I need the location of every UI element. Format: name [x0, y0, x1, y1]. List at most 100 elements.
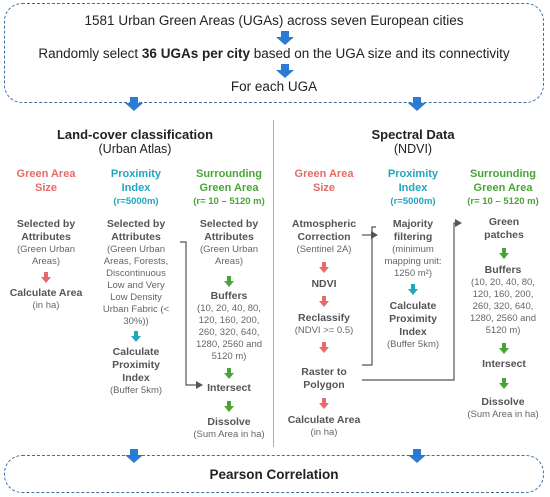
step-title: Attributes — [21, 231, 71, 243]
step-title: Calculate — [112, 346, 160, 358]
down-arrow-icon — [224, 276, 234, 287]
right-col1-step-atmos: Atmospheric Correction (Sentinel 2A) — [282, 218, 366, 256]
step-note: 1280, 2560 and — [469, 313, 537, 324]
down-arrow-icon — [408, 284, 418, 295]
left-col3-step-select: Selected by Attributes (Green Urban Area… — [186, 218, 272, 268]
right-section-title: Spectral Data — [371, 127, 455, 142]
right-col1-head2: Size — [312, 182, 335, 194]
step-note: 260, 320, 640, — [472, 301, 534, 312]
step-note: (in ha) — [32, 300, 60, 311]
correlation-box — [4, 455, 544, 493]
down-arrow-icon — [276, 64, 294, 78]
connector-arrow — [362, 219, 462, 381]
connector-arrow — [362, 231, 378, 239]
step-title: Selected by — [199, 218, 259, 230]
down-arrow-icon — [125, 449, 143, 463]
step-note: (Green Urban — [16, 244, 76, 255]
step-title: Raster to — [301, 366, 347, 378]
down-arrow-icon — [224, 368, 234, 379]
left-col1-step-area: Calculate Area (in ha) — [4, 287, 88, 312]
step-title: NDVI — [311, 278, 337, 290]
step-title: Attributes — [111, 231, 161, 243]
step-note: 30%)) — [123, 316, 149, 327]
step-title: Green — [488, 216, 520, 228]
right-col2-step-proximity: Calculate Proximity Index (Buffer 5km) — [372, 300, 454, 351]
left-col1-header: Green Area Size — [10, 167, 82, 195]
right-col3-header: Surrounding Green Area (r= 10 – 5120 m) — [458, 167, 548, 209]
right-col3-param: (r= 10 – 5120 m) — [467, 196, 539, 207]
right-col1-step-area: Calculate Area (in ha) — [280, 414, 368, 439]
step-title: patches — [484, 229, 524, 241]
left-col2-param: (r=5000m) — [113, 196, 159, 207]
down-arrow-icon — [499, 248, 509, 259]
step-note: (Sum Area in ha) — [467, 409, 539, 420]
down-arrow-icon — [131, 331, 141, 342]
left-col2-head2: Index — [121, 182, 151, 194]
left-col2-header: Proximity Index (r=5000m) — [96, 167, 176, 209]
left-section-subtitle: (Urban Atlas) — [98, 142, 172, 156]
down-arrow-icon — [41, 272, 51, 283]
right-col2-header: Proximity Index (r=5000m) — [372, 167, 454, 209]
down-arrow-icon — [319, 296, 329, 307]
step-note: 5120 m) — [211, 351, 247, 362]
right-col3-head2: Green Area — [473, 182, 533, 194]
step-title: Calculate — [389, 300, 437, 312]
step-note: (Sentinel 2A) — [296, 244, 352, 255]
right-col2-head2: Index — [398, 182, 428, 194]
left-col2-head1: Proximity — [110, 168, 162, 180]
step-note: 120, 160, 200, — [472, 289, 534, 300]
left-col3-head1: Surrounding — [196, 168, 262, 180]
step-note: (NDVI >= 0.5) — [294, 325, 354, 336]
top-line-2-bold: 36 UGAs per city — [141, 46, 250, 61]
down-arrow-icon — [276, 31, 294, 45]
step-title: Buffers — [210, 290, 248, 302]
step-note: Urban Fabric (< — [102, 304, 170, 315]
left-col3-step-dissolve: Dissolve (Sum Area in ha) — [186, 416, 272, 441]
step-note: mapping unit: — [384, 256, 442, 267]
step-title: Correction — [297, 231, 351, 243]
right-col2-param: (r=5000m) — [390, 196, 436, 207]
step-note: 260, 320, 640, — [198, 327, 260, 338]
step-note: Areas, Forests, — [103, 256, 169, 267]
step-note: 1280, 2560 and — [195, 339, 263, 350]
section-divider — [273, 120, 275, 447]
top-line-2-post: based on the UGA size and its connectivi… — [249, 46, 510, 61]
down-arrow-icon — [499, 343, 509, 354]
pearson-correlation-label: Pearson Correlation — [209, 467, 339, 482]
step-note: (Buffer 5km) — [109, 385, 163, 396]
right-col1-header: Green Area Size — [286, 167, 362, 195]
right-col2-step-majority: Majority filtering (minimum mapping unit… — [372, 218, 454, 280]
down-arrow-icon — [319, 342, 329, 353]
step-note: Low Density — [110, 292, 162, 303]
left-section-title: Land-cover classification — [56, 127, 214, 142]
step-note: 5120 m) — [485, 325, 521, 336]
step-note: (in ha) — [310, 427, 338, 438]
left-col1-head1: Green Area — [16, 168, 76, 180]
step-note: (Green Urban — [106, 244, 166, 255]
down-arrow-icon — [125, 97, 143, 111]
step-title: Intersect — [207, 382, 251, 394]
down-arrow-icon — [319, 262, 329, 273]
right-col1-head1: Green Area — [294, 168, 354, 180]
right-section-subtitle: (NDVI) — [393, 142, 433, 156]
step-title: Dissolve — [481, 396, 525, 408]
right-col3-step-buffers: Buffers (10, 20, 40, 80, 120, 160, 200, … — [458, 264, 548, 337]
step-note: Discontinuous — [106, 268, 166, 279]
left-col3-step-intersect: Intersect — [186, 382, 272, 395]
step-note: (10, 20, 40, 80, — [197, 303, 261, 314]
down-arrow-icon — [319, 398, 329, 409]
top-line-2-pre: Randomly select — [38, 46, 142, 61]
step-title: Atmospheric — [291, 218, 357, 230]
right-col1-step-reclassify: Reclassify (NDVI >= 0.5) — [282, 312, 366, 337]
step-note: (10, 20, 40, 80, — [471, 277, 535, 288]
right-col1-step-ndvi: NDVI — [282, 278, 366, 291]
left-col1-step-select: Selected by Attributes (Green Urban Area… — [6, 218, 86, 268]
step-title: Attributes — [204, 231, 254, 243]
top-line-1: 1581 Urban Green Areas (UGAs) across sev… — [84, 13, 464, 28]
right-col3-step-dissolve: Dissolve (Sum Area in ha) — [458, 396, 548, 421]
right-col2-head1: Proximity — [387, 168, 439, 180]
step-note: 120, 160, 200, — [198, 315, 260, 326]
right-col3-head1: Surrounding — [470, 168, 536, 180]
step-note: (Green Urban — [199, 244, 259, 255]
step-note: Areas) — [32, 256, 60, 267]
